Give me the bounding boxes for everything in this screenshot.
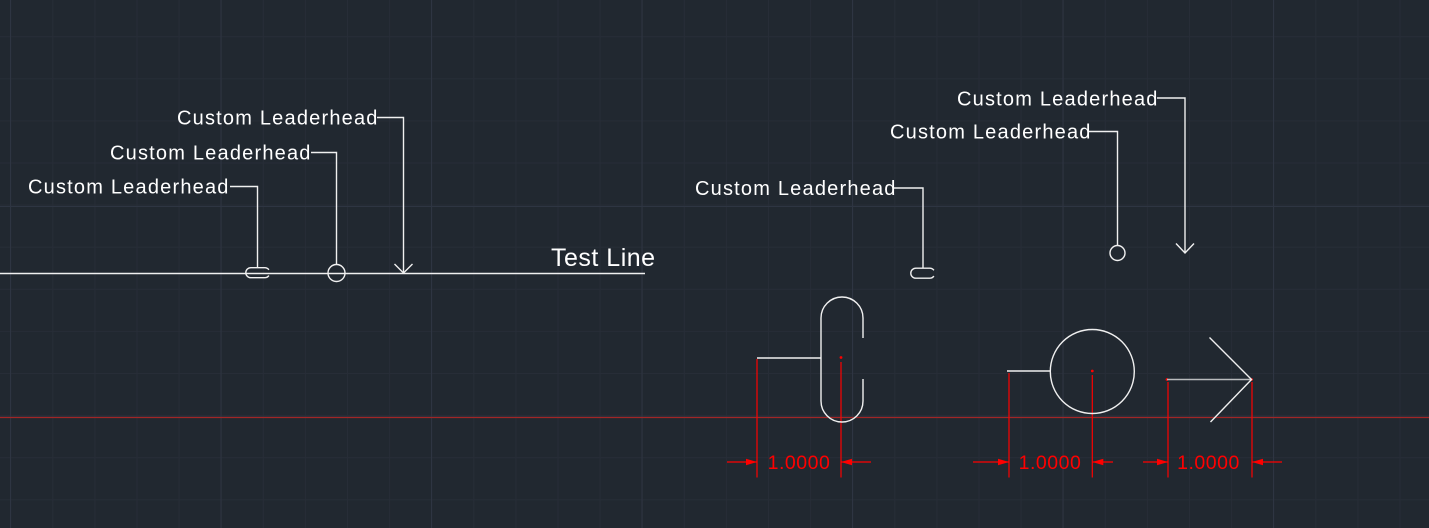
definition-point: [1090, 369, 1094, 373]
arrow-leaderhead-icon: [1175, 243, 1195, 255]
leader-line: [1157, 97, 1186, 253]
circle-leaderhead-icon: [327, 263, 346, 283]
leader-slot-1[interactable]: Custom Leaderhead: [28, 177, 270, 279]
leader-label[interactable]: Custom Leaderhead: [957, 89, 1159, 111]
leader-arrow-1[interactable]: Custom Leaderhead: [177, 108, 413, 274]
dimension-text[interactable]: 1.0000: [1019, 452, 1082, 474]
leader-line: [230, 185, 259, 268]
leader-line: [1089, 130, 1119, 246]
leader-arrow-2[interactable]: Custom Leaderhead: [957, 89, 1195, 255]
leader-line: [893, 187, 924, 268]
test-line-label[interactable]: Test Line: [551, 244, 656, 272]
leader-label[interactable]: Custom Leaderhead: [28, 177, 230, 199]
arrow-chevron: [1209, 337, 1253, 423]
arrow-block[interactable]: [1167, 337, 1253, 423]
leader-line: [377, 116, 405, 273]
dim-arrowhead-icon: [998, 458, 1009, 466]
dim-arrowhead-icon: [746, 458, 757, 466]
leader-label[interactable]: Custom Leaderhead: [890, 122, 1092, 144]
dim-arrowhead-icon: [1157, 458, 1168, 466]
dim-arrowhead-icon: [1252, 458, 1263, 466]
definition-point: [839, 356, 843, 359]
slot-shape: [820, 296, 864, 423]
leader-label[interactable]: Custom Leaderhead: [177, 108, 379, 130]
leader-label[interactable]: Custom Leaderhead: [695, 178, 897, 200]
circle-shape: [1049, 328, 1136, 415]
leader-slot-2[interactable]: Custom Leaderhead: [695, 178, 935, 279]
dimension-circle-diameter[interactable]: 1.0000: [973, 369, 1113, 478]
dimension-slot-width[interactable]: 1.0000: [727, 356, 871, 478]
dimension-text[interactable]: 1.0000: [768, 452, 831, 474]
leader-label[interactable]: Custom Leaderhead: [110, 143, 312, 165]
dimension-text[interactable]: 1.0000: [1177, 452, 1240, 474]
leader-line: [311, 151, 338, 265]
dimension-arrow-length[interactable]: 1.0000: [1143, 378, 1282, 478]
leader-circle-2[interactable]: Custom Leaderhead: [890, 122, 1126, 262]
dim-arrowhead-icon: [1092, 458, 1104, 466]
leader-circle-1[interactable]: Custom Leaderhead: [110, 143, 346, 283]
circle-block[interactable]: [1007, 328, 1136, 415]
arrow-leaderhead-icon: [394, 263, 413, 274]
circle-leaderhead-icon: [1109, 244, 1126, 262]
dim-arrowhead-icon: [841, 458, 852, 466]
slot-block[interactable]: [757, 296, 864, 423]
